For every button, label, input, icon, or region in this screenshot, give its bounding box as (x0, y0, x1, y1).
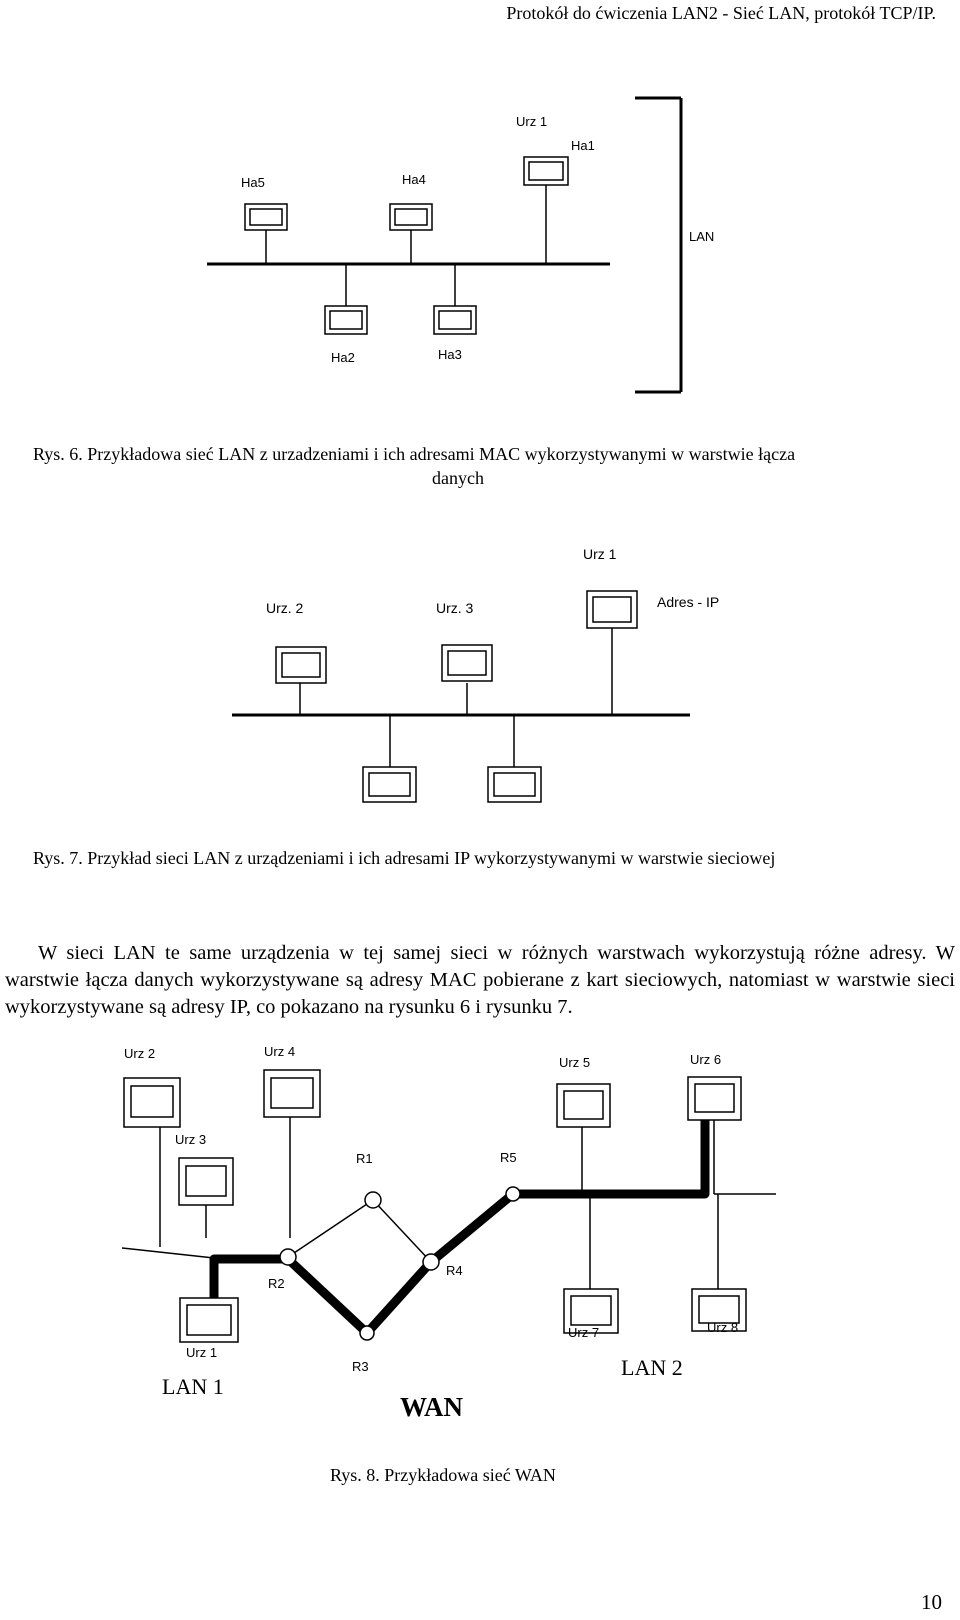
computer-urz5-icon (556, 1083, 611, 1128)
label-urz5-fig8: Urz 5 (559, 1055, 591, 1070)
label-urz8-fig8: Urz 8 (707, 1320, 739, 1335)
label-adres-ip: Adres - IP (657, 594, 720, 610)
router-r3-icon (359, 1325, 375, 1341)
device-ha5 (244, 203, 288, 231)
router-r5-icon (505, 1186, 521, 1202)
device-urz1 (523, 156, 569, 186)
computer-urz4-icon (263, 1069, 321, 1118)
label-urz3-fig7: Urz. 3 (436, 600, 474, 616)
device-urz2-fig7 (275, 646, 327, 684)
page-number: 10 (921, 1590, 942, 1614)
label-urz4-fig8: Urz 4 (264, 1044, 296, 1059)
router-r2-icon (279, 1248, 297, 1266)
label-r2: R2 (268, 1276, 285, 1291)
label-urz7-fig8: Urz 7 (568, 1325, 600, 1340)
label-ha2: Ha2 (331, 350, 355, 365)
device-ha2 (324, 305, 368, 335)
label-urz2-fig7: Urz. 2 (266, 600, 304, 616)
figure-6-diagram (207, 96, 683, 394)
figure-8-diagram (121, 1069, 776, 1343)
figure-8-caption: Rys. 8. Przykładowa sieć WAN (330, 1465, 556, 1485)
device-urz3-fig7 (441, 644, 493, 682)
label-lan1: LAN 1 (162, 1374, 224, 1399)
label-r3: R3 (352, 1359, 369, 1374)
label-ha3: Ha3 (438, 347, 462, 362)
computer-urz3-icon (178, 1157, 234, 1206)
computer-urz1-icon (179, 1297, 239, 1343)
router-r4-icon (422, 1253, 440, 1271)
figure-6-caption-line1: Rys. 6. Przykładowa sieć LAN z urzadzeni… (33, 444, 796, 464)
label-urz1-fig8: Urz 1 (186, 1345, 218, 1360)
label-urz3-fig8: Urz 3 (175, 1132, 207, 1147)
device-lower-right-fig7 (487, 766, 542, 803)
page-header: Protokół do ćwiczenia LAN2 - Sieć LAN, p… (506, 3, 936, 23)
label-r4: R4 (446, 1263, 463, 1278)
figure-7-diagram (232, 590, 690, 803)
label-wan: WAN (400, 1392, 464, 1422)
computer-urz2-icon (123, 1077, 181, 1128)
figure-7-caption: Rys. 7. Przykład sieci LAN z urządzeniam… (33, 848, 776, 868)
device-ha4 (389, 203, 433, 231)
label-lan2: LAN 2 (621, 1355, 683, 1380)
figure-6-caption-line2: danych (432, 468, 484, 488)
computer-urz8-icon (691, 1288, 747, 1332)
computer-urz7-icon (563, 1288, 619, 1334)
label-ha5: Ha5 (241, 175, 265, 190)
label-urz2-fig8: Urz 2 (124, 1046, 156, 1061)
label-ha1: Ha1 (571, 138, 595, 153)
label-lan: LAN (689, 229, 715, 244)
label-ha4: Ha4 (402, 172, 426, 187)
label-urz6-fig8: Urz 6 (690, 1052, 722, 1067)
label-urz1-fig6: Urz 1 (516, 114, 548, 129)
device-lower-left-fig7 (362, 766, 417, 803)
label-r1: R1 (356, 1151, 373, 1166)
device-urz1-fig7 (586, 590, 638, 629)
router-r1-icon (364, 1191, 382, 1209)
computer-urz6-icon (687, 1076, 742, 1121)
body-paragraph: W sieci LAN te same urządzenia w tej sam… (5, 942, 955, 1018)
device-ha3 (433, 305, 477, 335)
label-r5: R5 (500, 1150, 517, 1165)
wan-route-path (209, 1110, 710, 1338)
label-urz1-fig7: Urz 1 (583, 546, 617, 562)
